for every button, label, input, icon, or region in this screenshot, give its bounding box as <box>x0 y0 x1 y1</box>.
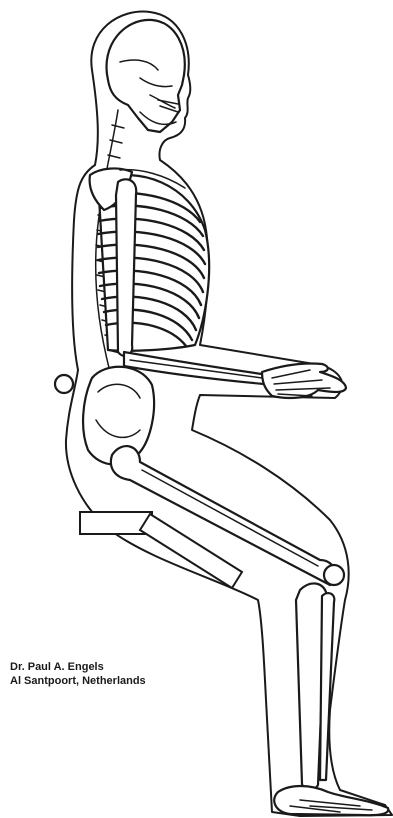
credit-author: Dr. Paul A. Engels <box>10 660 146 674</box>
kneecap <box>324 565 344 585</box>
credit-caption: Dr. Paul A. Engels Al Santpoort, Netherl… <box>10 660 146 688</box>
hip-joint <box>55 375 73 393</box>
femur-inner-line <box>142 470 318 566</box>
hand <box>262 363 346 398</box>
humerus <box>116 179 136 356</box>
credit-location: Al Santpoort, Netherlands <box>10 674 146 688</box>
skull <box>106 20 184 132</box>
